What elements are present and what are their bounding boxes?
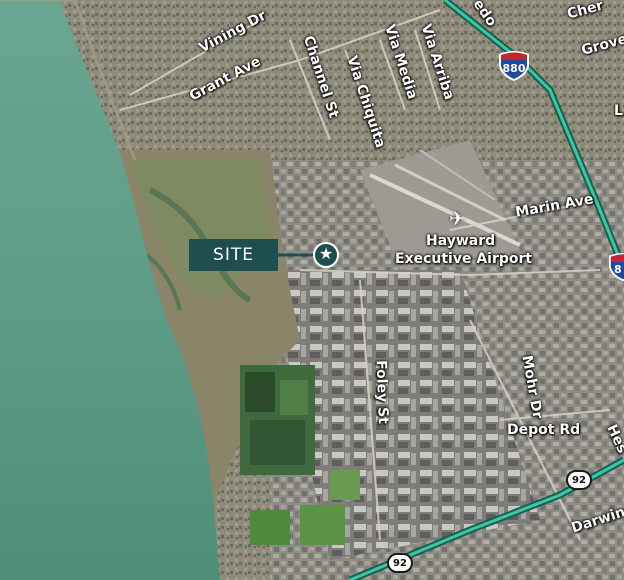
star-icon[interactable]: ★: [313, 242, 339, 268]
salt-ponds: [240, 365, 360, 545]
local-roads: [119, 9, 611, 541]
site-label-box: SITE: [189, 239, 278, 271]
interstate-880-shield: 880: [497, 50, 531, 82]
airport-runways: [360, 140, 521, 270]
bay-water: [0, 0, 220, 580]
street-edge-l: L: [614, 103, 623, 119]
interstate-880-edge-number: 8: [614, 263, 622, 276]
street-depot-rd: Depot Rd: [507, 422, 581, 438]
airport-label-line2: Executive Airport: [395, 251, 533, 267]
street-foley-st: Foley St: [372, 359, 391, 425]
airplane-icon: ✈: [449, 209, 465, 230]
airport-label-line1: Hayward: [426, 233, 496, 249]
interstate-880-shield-edge: 8: [606, 252, 624, 282]
sr92-shield-east: 92: [566, 470, 592, 490]
interstate-880-number: 880: [502, 62, 526, 75]
interstate-880-line: [444, 0, 622, 261]
sr92-shield-south: 92: [387, 553, 413, 573]
